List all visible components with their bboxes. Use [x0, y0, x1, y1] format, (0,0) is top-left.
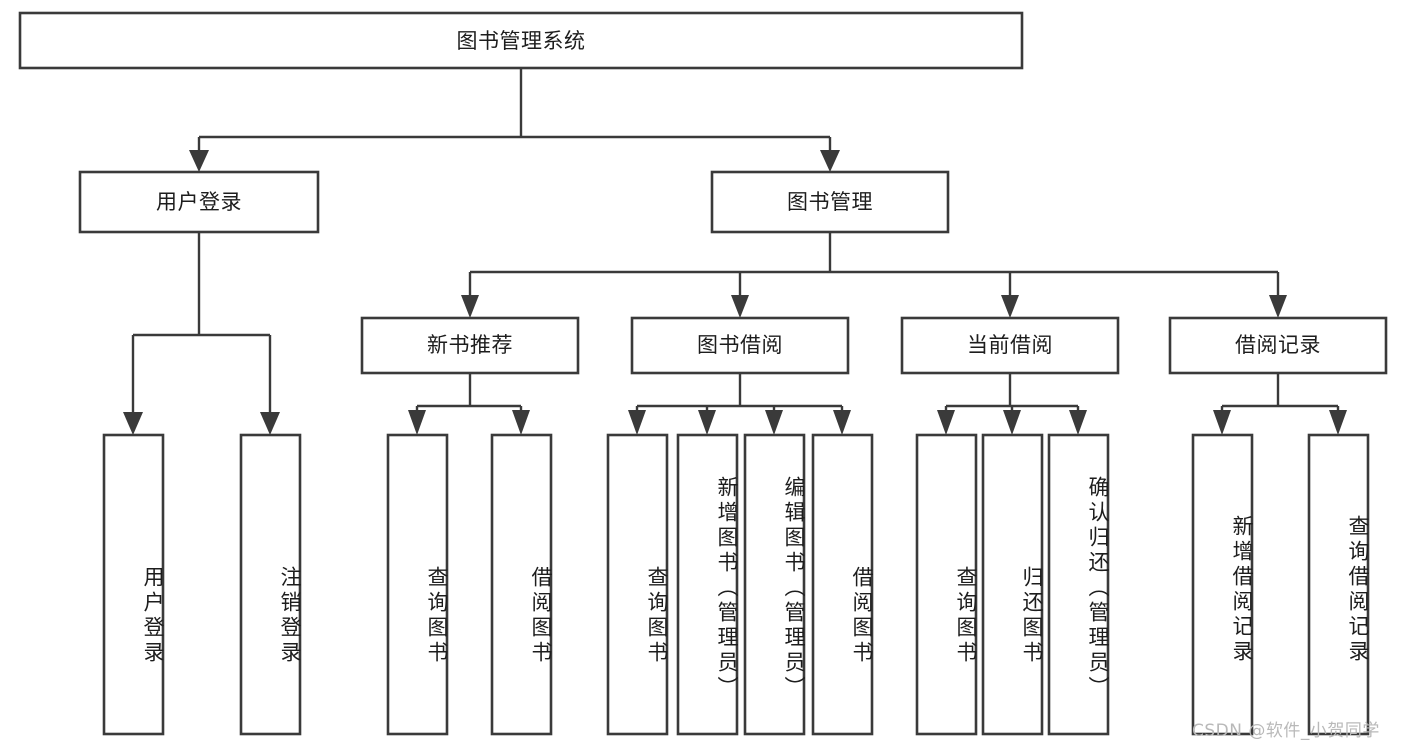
node-book-mgmt-label: 图书管理 [787, 190, 873, 214]
node-root[interactable] [18, 11, 1024, 70]
arrowhead-book-mgmt [820, 150, 840, 172]
node-user-login[interactable] [78, 170, 320, 234]
node-leaf-add-record[interactable] [1191, 433, 1254, 736]
arrowhead-leaf-add-record [1213, 410, 1231, 435]
node-leaf-confirm-return[interactable] [1047, 433, 1110, 736]
node-current-borrow[interactable] [900, 316, 1120, 375]
node-new-book-rec[interactable] [360, 316, 580, 375]
connector-layer [123, 68, 1347, 435]
arrowhead-user-login [189, 150, 209, 172]
arrowhead-current-borrow [1001, 295, 1019, 318]
node-leaf-query-book-2[interactable] [606, 433, 669, 736]
node-layer: 图书管理系统 用户登录 图书管理 新书推荐 图书借阅 当前借阅 借阅记录 [18, 11, 1388, 736]
node-leaf-add-book[interactable] [676, 433, 739, 736]
node-leaf-edit-book[interactable] [743, 433, 806, 736]
arrowhead-leaf-query-record [1329, 410, 1347, 435]
arrowhead-new-book-rec [461, 295, 479, 318]
node-leaf-logout[interactable] [239, 433, 302, 736]
node-leaf-query-book-3[interactable] [915, 433, 978, 736]
node-leaf-query-record[interactable] [1307, 433, 1370, 736]
node-root-label: 图书管理系统 [457, 29, 586, 53]
arrowhead-borrow-record [1269, 295, 1287, 318]
arrowhead-leaf-query-book-3 [937, 410, 955, 435]
node-user-login-label: 用户登录 [156, 190, 242, 214]
arrowhead-leaf-query-book-2 [628, 410, 646, 435]
node-book-borrow-label: 图书借阅 [697, 333, 783, 357]
node-leaf-borrow-book-2[interactable] [811, 433, 874, 736]
node-book-mgmt[interactable] [710, 170, 950, 234]
arrowhead-leaf-logout [260, 412, 280, 435]
node-book-borrow[interactable] [630, 316, 850, 375]
arrowhead-leaf-user-login [123, 412, 143, 435]
arrowhead-book-borrow [731, 295, 749, 318]
node-borrow-record-label: 借阅记录 [1235, 333, 1321, 357]
node-leaf-borrow-book-1[interactable] [490, 433, 553, 736]
arrowhead-leaf-borrow-book-2 [833, 410, 851, 435]
node-borrow-record[interactable] [1168, 316, 1388, 375]
arrowhead-leaf-borrow-book-1 [512, 410, 530, 435]
node-leaf-user-login[interactable] [102, 433, 165, 736]
arrowhead-leaf-query-book-1 [408, 410, 426, 435]
node-new-book-rec-label: 新书推荐 [427, 333, 513, 357]
arrowhead-leaf-edit-book [765, 410, 783, 435]
arrowhead-leaf-confirm-return [1069, 410, 1087, 435]
node-leaf-return-book[interactable] [981, 433, 1044, 736]
csdn-watermark: CSDN @软件_小贺同学 [1192, 721, 1380, 741]
arrowhead-leaf-return-book [1003, 410, 1021, 435]
arrowhead-leaf-add-book [698, 410, 716, 435]
node-leaf-query-book-1[interactable] [386, 433, 449, 736]
node-current-borrow-label: 当前借阅 [967, 333, 1053, 357]
